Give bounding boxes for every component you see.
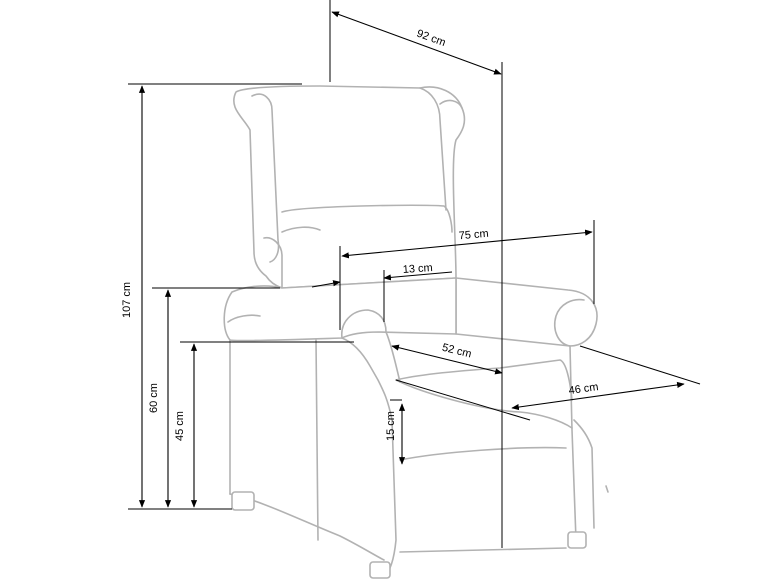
- dim-line-75: [341, 229, 593, 259]
- label-52: 52 cm: [441, 342, 473, 361]
- label-13: 13 cm: [402, 262, 433, 276]
- label-75: 75 cm: [458, 228, 489, 243]
- dimension-lines: [128, 0, 701, 548]
- foot-front: [369, 561, 391, 579]
- dim-line-13b: [383, 271, 453, 281]
- label-46: 46 cm: [568, 381, 599, 397]
- foot-right: [567, 531, 587, 549]
- label-15: 15 cm: [385, 411, 397, 441]
- dim-line-52: [391, 344, 503, 375]
- label-60: 60 cm: [148, 383, 160, 413]
- label-107: 107 cm: [121, 282, 133, 318]
- armchair-drawing: [223, 85, 609, 579]
- dim-line-92: [331, 11, 502, 75]
- label-92: 92 cm: [415, 28, 447, 50]
- dim-line-46: [511, 381, 685, 411]
- right-arm: [455, 277, 598, 347]
- dim-line-13: [311, 280, 341, 288]
- backrest: [233, 85, 466, 289]
- foot-left: [231, 491, 255, 511]
- dimension-labels: 92 cm 107 cm 60 cm 45 cm 75 cm 13 cm 52 …: [121, 28, 599, 441]
- label-45: 45 cm: [174, 411, 186, 441]
